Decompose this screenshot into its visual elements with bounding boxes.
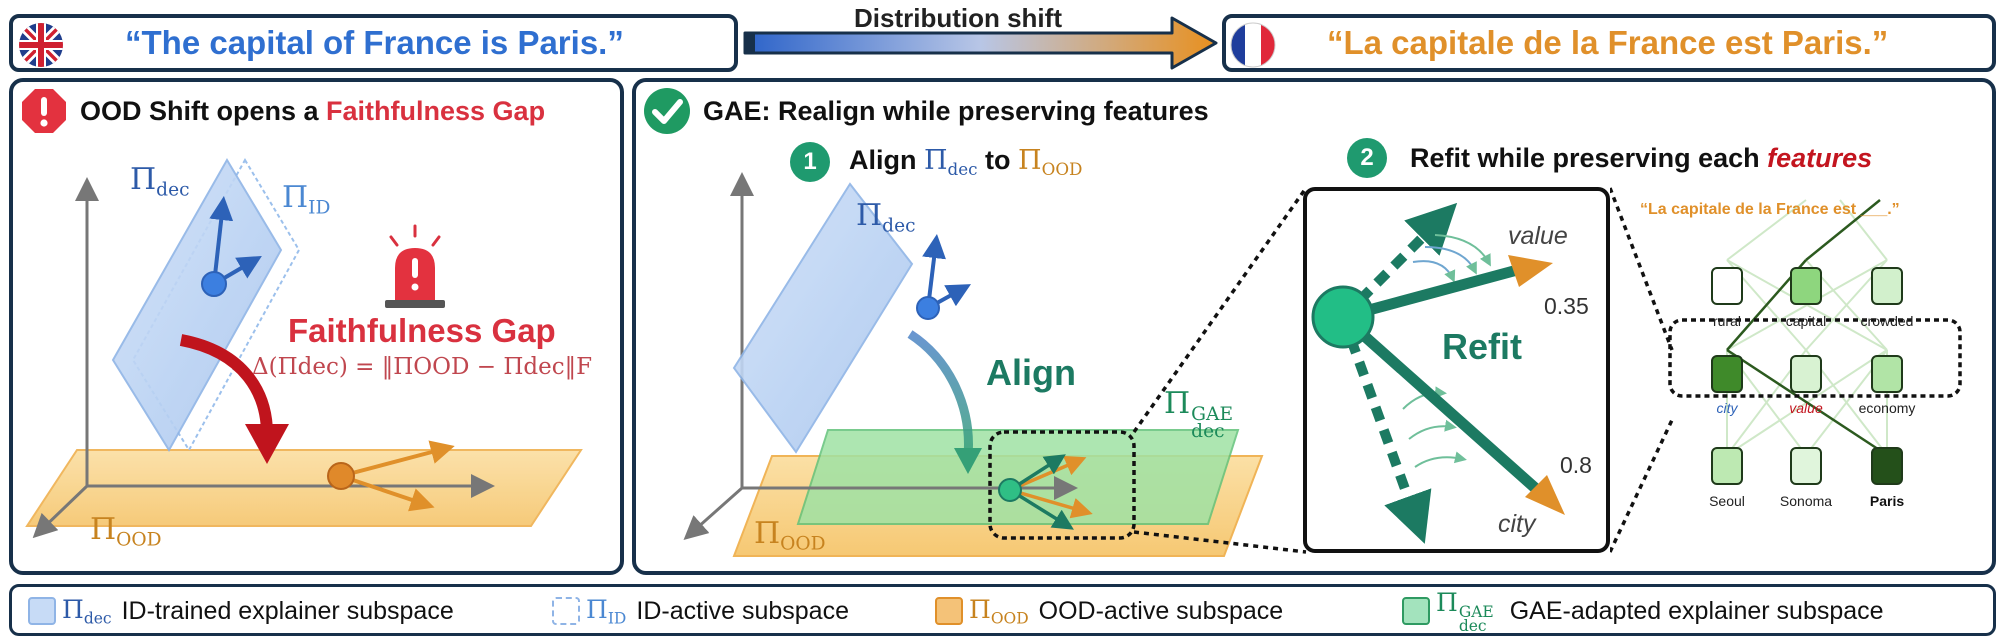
legend-id: ΠID ID-active subspace (552, 594, 849, 628)
feature-prompt: “La capitale de la France est ___.” (1640, 201, 1900, 218)
legend-gae-swatch (1402, 597, 1430, 625)
refit-label: Refit (1442, 326, 1522, 367)
legend-box (9, 584, 1996, 636)
city-feature-label: city (1498, 510, 1536, 538)
node-paris: Paris (1869, 493, 1905, 509)
french-sentence-box (1222, 14, 1996, 72)
uk-flag-icon (19, 23, 63, 67)
right-panel-title: GAE: Realign while preserving features (703, 96, 1209, 126)
right-pi-dec-label: Πdec (856, 198, 916, 237)
check-icon (644, 88, 690, 134)
refit-diagram (1311, 202, 1565, 544)
distribution-shift-label: Distribution shift (854, 3, 1062, 33)
distribution-shift-arrow (743, 16, 1218, 70)
node-rural: rural (1712, 313, 1741, 329)
right-pi-ood-label: ΠOOD (754, 516, 826, 555)
legend-ood: ΠOOD OOD-active subspace (935, 594, 1283, 628)
english-sentence-box (9, 14, 738, 72)
step2-badge: 2 (1347, 138, 1387, 178)
step1-title: Align Πdec to ΠOOD (849, 145, 1083, 179)
node-economy: economy (1858, 400, 1916, 416)
faithfulness-gap-label: Faithfulness Gap (288, 312, 556, 349)
legend-dec-swatch (28, 597, 56, 625)
english-sentence: “The capital of France is Paris.” (125, 24, 624, 61)
legend-ood-swatch (935, 597, 963, 625)
left-pi-ood-label: ΠOOD (90, 512, 162, 551)
value-score: 0.35 (1544, 293, 1589, 319)
value-feature-label: value (1508, 222, 1568, 250)
warning-icon (22, 89, 66, 133)
legend-dec: Πdec ID-trained explainer subspace (28, 594, 454, 628)
node-value: value (1789, 400, 1823, 416)
node-capital: capital (1785, 313, 1827, 329)
city-score: 0.8 (1560, 452, 1592, 478)
faithfulness-gap-formula: Δ(Πdec) = ‖ΠOOD − Πdec‖F (252, 354, 593, 380)
node-seoul: Seoul (1709, 493, 1745, 509)
left-panel-title: OOD Shift opens a Faithfulness Gap (80, 96, 546, 126)
node-city: city (1716, 400, 1738, 416)
feature-graph (1610, 187, 1962, 553)
node-crowded: crowded (1860, 313, 1914, 329)
align-diagram (683, 172, 1264, 557)
siren-icon (385, 224, 445, 308)
step2-title: Refit while preserving each features (1410, 143, 1873, 173)
left-pi-dec-label: Πdec (130, 162, 190, 201)
french-sentence: “La capitale de la France est Paris.” (1327, 24, 1889, 61)
step1-badge: 1 (790, 142, 830, 182)
france-flag-icon (1230, 22, 1276, 68)
align-label: Align (986, 352, 1076, 393)
left-pi-id-label: ΠID (282, 180, 331, 219)
node-sonoma: Sonoma (1779, 493, 1833, 509)
left-diagram (25, 158, 583, 539)
legend-id-swatch (552, 597, 580, 625)
zoom-connectors (1132, 186, 1308, 554)
